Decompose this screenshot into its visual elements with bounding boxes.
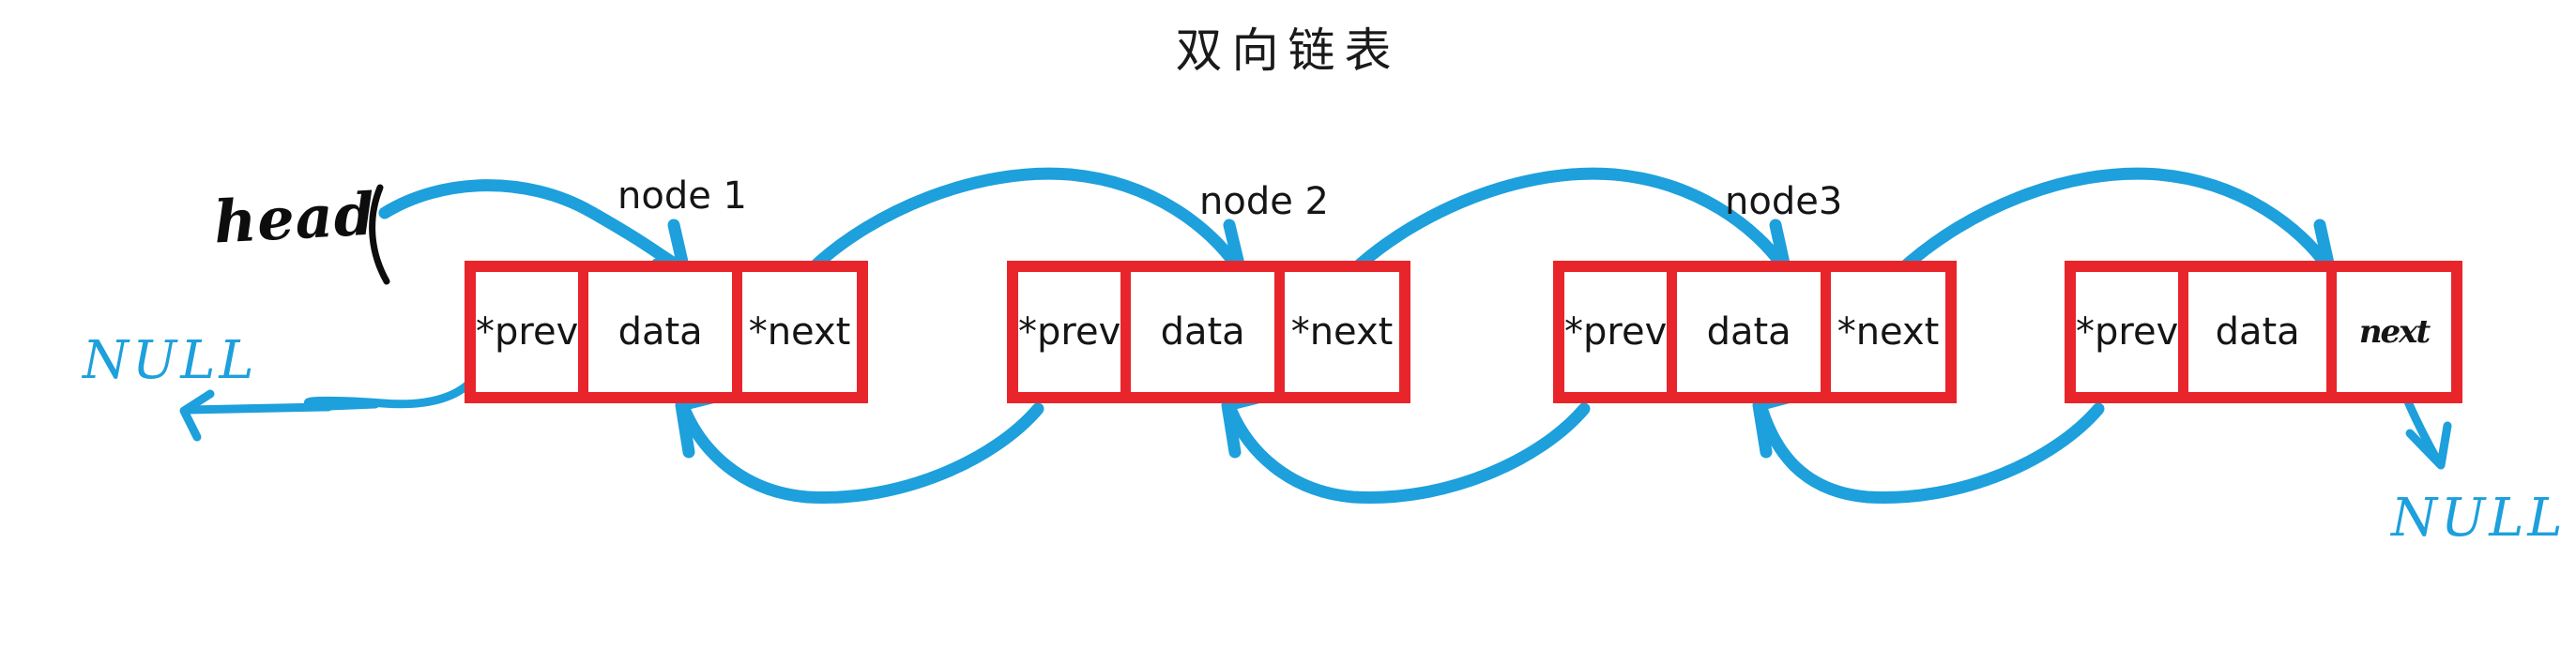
prev-null-arrow-tail: [183, 402, 328, 415]
head-label: head: [212, 179, 377, 257]
node-1-prev-cell: *prev: [476, 272, 589, 392]
prev-null-arrow-curve: [304, 370, 481, 412]
prev-arrow-1-head: [675, 389, 725, 459]
node-3-prev-cell: *prev: [1564, 272, 1678, 392]
prev-arrow-2-head: [1221, 389, 1272, 459]
prev-null-arrow-line: [303, 400, 380, 412]
next-arrow-3-curve: [1898, 167, 2334, 273]
node-box-2[interactable]: *prev data *next: [1007, 261, 1410, 403]
node-2-prev-cell: *prev: [1018, 272, 1132, 392]
prev-arrow-2-curve: [1225, 402, 1591, 505]
node-label-1: node 1: [617, 174, 747, 218]
next-null-arrow-head: [2405, 421, 2452, 470]
null-label-left: NULL: [83, 330, 258, 391]
node-2-next-cell: *next: [1285, 272, 1399, 392]
page-title: 双向链表: [1175, 23, 1401, 78]
node-4-next-cell: next: [2337, 272, 2451, 392]
node-label-2: node 2: [1199, 180, 1329, 223]
prev-arrow-1-curve: [678, 402, 1044, 505]
node-label-3: node3: [1725, 180, 1843, 223]
prev-arrow-3-head: [1752, 389, 1801, 459]
next-arrow-2-curve: [1351, 167, 1790, 273]
node-4-data-cell: data: [2188, 272, 2337, 392]
next-arrow-1-curve: [808, 167, 1243, 273]
node-2-data-cell: data: [1131, 272, 1285, 392]
node-3-next-cell: *next: [1831, 272, 1945, 392]
node-4-prev-cell: *prev: [2076, 272, 2189, 392]
node-1-next-cell: *next: [742, 272, 857, 392]
node-box-4[interactable]: *prev data next: [2065, 261, 2462, 403]
node-3-data-cell: data: [1677, 272, 1831, 392]
prev-null-arrow-head: [179, 389, 215, 442]
prev-arrow-3-curve: [1756, 402, 2105, 505]
null-label-right: NULL: [2391, 488, 2567, 549]
node-1-data-cell: data: [588, 272, 742, 392]
node-box-1[interactable]: *prev data *next: [465, 261, 868, 403]
node-box-3[interactable]: *prev data *next: [1553, 261, 1957, 403]
